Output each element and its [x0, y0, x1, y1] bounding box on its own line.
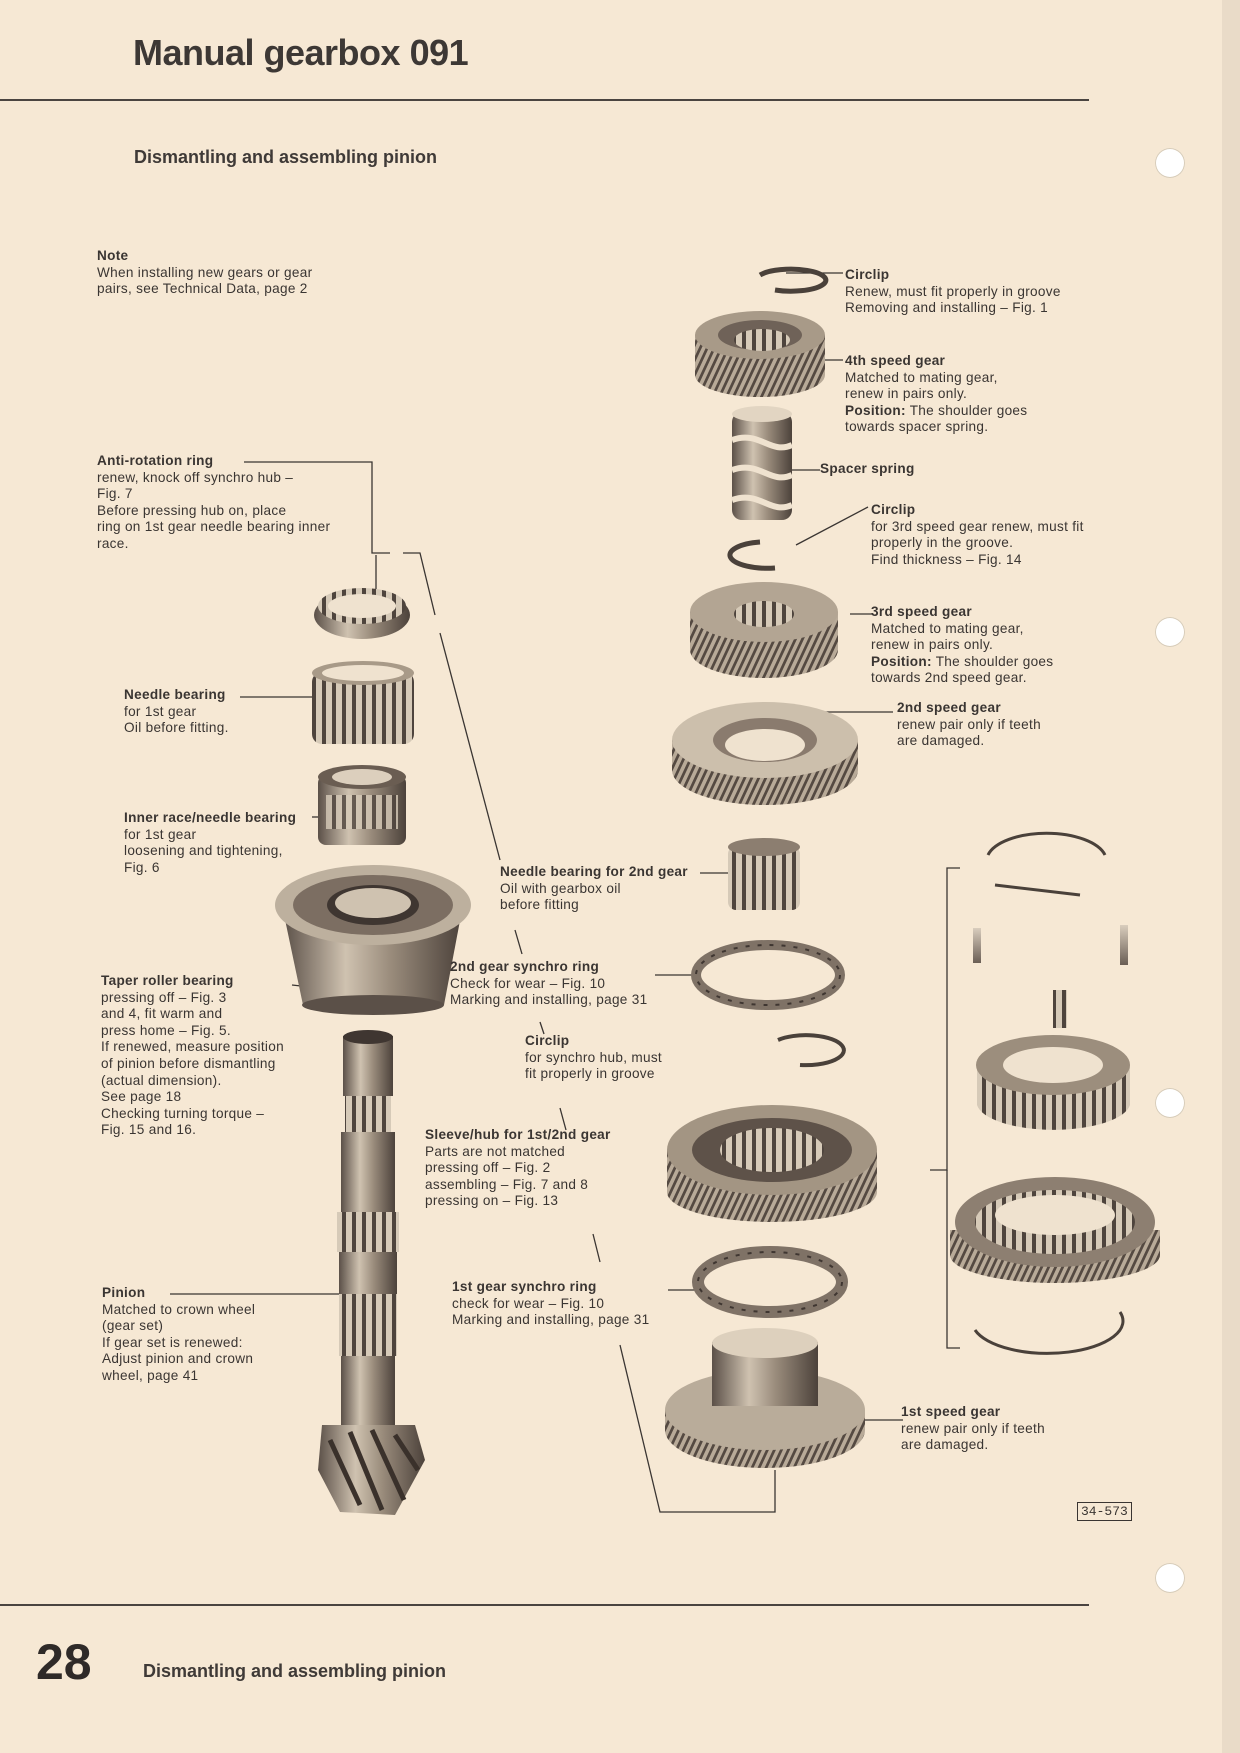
circlip-top-part [758, 266, 829, 294]
gear-1st-label: 1st speed gear renew pair only if teeth … [901, 1404, 1045, 1453]
taper-roller-bearing-part [275, 865, 471, 1015]
spacer-spring-label: Spacer spring [820, 461, 915, 476]
punch-hole [1155, 1088, 1185, 1118]
synchro-ring-1st-label: 1st gear synchro ring check for wear – F… [452, 1279, 650, 1328]
gear-4th-part [695, 311, 825, 397]
gear-2nd-label: 2nd speed gear renew pair only if teeth … [897, 700, 1041, 749]
anti-rotation-ring-part [314, 588, 410, 639]
inner-race-part [318, 765, 406, 845]
taper-roller-bearing-label: Taper roller bearing pressing off – Fig.… [101, 973, 284, 1138]
punch-hole [1155, 148, 1185, 178]
sleeve-hub-subassembly-part [950, 831, 1160, 1355]
needle-bearing-1st-label: Needle bearing for 1st gear Oil before f… [124, 687, 229, 736]
page-edge [1222, 0, 1240, 1753]
page-number: 28 [36, 1634, 92, 1690]
circlip-3rd-part [727, 539, 776, 571]
circlip-top-label: Circlip Renew, must fit properly in groo… [845, 267, 1061, 316]
punch-hole [1155, 617, 1185, 647]
footer-rule [0, 1604, 1089, 1606]
sleeve-hub-part [667, 1105, 877, 1222]
synchro-ring-1st-part [692, 1246, 848, 1318]
inner-race-label: Inner race/needle bearing for 1st gear l… [124, 810, 297, 875]
header-rule [0, 99, 1089, 101]
punch-hole [1155, 1563, 1185, 1593]
gear-1st-part [665, 1328, 865, 1468]
pinion-label: Pinion Matched to crown wheel (gear set)… [102, 1285, 256, 1383]
note-label: Note When installing new gears or gear p… [97, 248, 313, 297]
synchro-ring-2nd-label: 2nd gear synchro ring Check for wear – F… [450, 959, 648, 1008]
synchro-ring-2nd-part [691, 940, 845, 1010]
page-title: Manual gearbox 091 [133, 32, 469, 73]
gear-2nd-part [672, 702, 858, 805]
needle-bearing-2nd-label: Needle bearing for 2nd gear Oil with gea… [500, 864, 688, 913]
section-subtitle: Dismantling and assembling pinion [134, 147, 438, 167]
pinion-shaft-part [318, 1030, 425, 1515]
sleeve-hub-label: Sleeve/hub for 1st/2nd gear Parts are no… [425, 1127, 611, 1209]
needle-bearing-2nd-part [728, 838, 800, 910]
gear-3rd-label: 3rd speed gear Matched to mating gear, r… [871, 604, 1054, 686]
needle-bearing-1st-part [312, 661, 414, 744]
circlip-3rd-label: Circlip for 3rd speed gear renew, must f… [871, 502, 1084, 567]
circlip-hub-label: Circlip for synchro hub, must fit proper… [525, 1033, 663, 1082]
anti-rotation-ring-label: Anti-rotation ring renew, knock off sync… [97, 453, 331, 551]
gear-4th-label: 4th speed gear Matched to mating gear, r… [845, 353, 1028, 435]
footer-title: Dismantling and assembling pinion [143, 1661, 447, 1681]
spacer-spring-part [730, 406, 794, 520]
circlip-hub-part [777, 1033, 846, 1068]
figure-reference: 34-573 [1077, 1502, 1132, 1521]
gear-3rd-part [690, 582, 838, 678]
